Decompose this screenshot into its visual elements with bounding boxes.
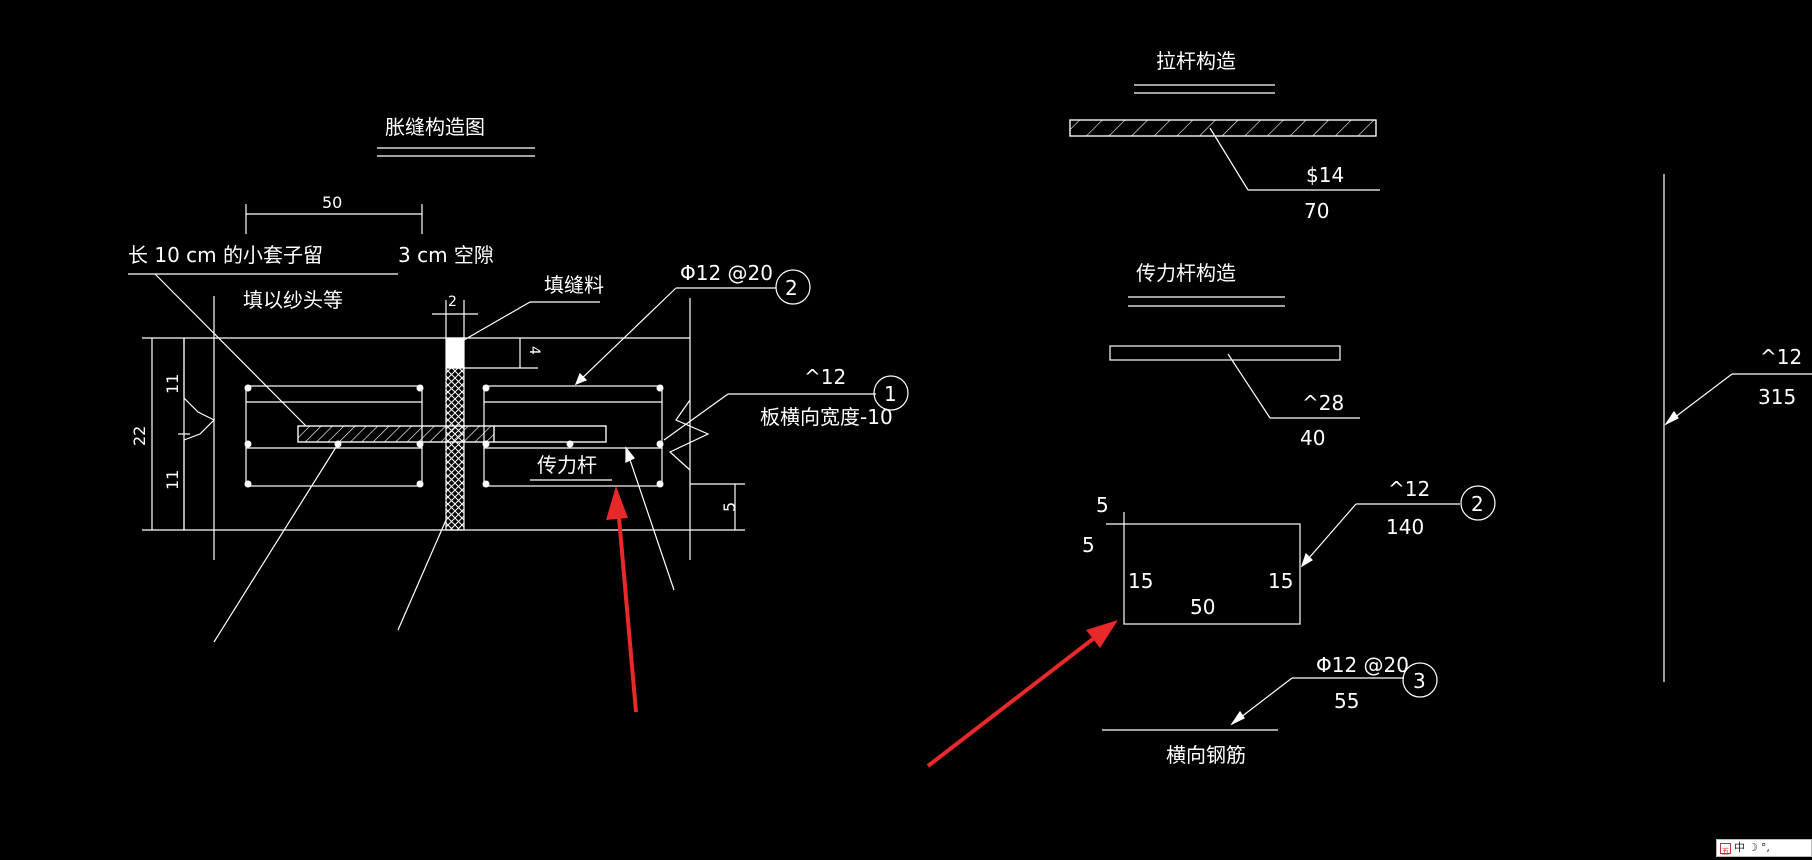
dowel-bar-spec: ^28 bbox=[1302, 391, 1344, 415]
dowel-label: 传力杆 bbox=[537, 453, 597, 477]
joint-filler-top bbox=[445, 337, 465, 369]
stirrup-bottom: 50 bbox=[1190, 595, 1215, 619]
ime-mode-toggle[interactable]: 中 bbox=[1734, 841, 1745, 854]
rebar1-number: 2 bbox=[785, 276, 798, 300]
transverse-title: 横向钢筋 bbox=[1166, 743, 1246, 767]
transverse-spec: Φ12 @20 bbox=[1316, 653, 1409, 677]
long-bar-detail: ^12 315 bbox=[1663, 174, 1812, 682]
transverse-rebar-detail: Φ12 @20 3 55 横向钢筋 bbox=[1102, 653, 1438, 767]
expansion-joint-title: 胀缝构造图 bbox=[385, 115, 485, 139]
dim-right-5: 5 bbox=[720, 502, 739, 512]
transverse-length: 55 bbox=[1334, 689, 1359, 713]
transverse-number: 3 bbox=[1413, 669, 1426, 693]
stirrup-side-right: 15 bbox=[1268, 569, 1293, 593]
stirrup-spec: ^12 bbox=[1388, 477, 1430, 501]
ime-punct-toggle[interactable]: °, bbox=[1760, 841, 1770, 854]
rebar2-spec: ^12 bbox=[804, 365, 846, 389]
stirrup-side-left: 15 bbox=[1128, 569, 1153, 593]
fill-note: 填以纱头等 bbox=[243, 288, 343, 312]
stirrup-dim-top: 5 bbox=[1096, 493, 1109, 517]
dowel-bar-detail: 传力杆构造 ^28 40 bbox=[1109, 261, 1360, 450]
stirrup-number: 2 bbox=[1471, 492, 1484, 516]
dim-filler-depth: 4 bbox=[526, 346, 542, 355]
rebar2-number-circle[interactable] bbox=[873, 375, 909, 411]
rebar-dots bbox=[244, 384, 664, 488]
rebar2-note: 板横向宽度-10 bbox=[760, 405, 893, 429]
long-bar-spec: ^12 bbox=[1760, 345, 1802, 369]
stirrup-detail: 5 5 15 15 50 ^12 140 2 bbox=[1082, 477, 1496, 625]
dim-lower-11: 11 bbox=[163, 470, 182, 490]
tie-bar-spec: $14 bbox=[1306, 163, 1344, 187]
stirrup-number-circle[interactable] bbox=[1460, 485, 1496, 521]
dowel-bar-sleeve bbox=[493, 425, 607, 443]
joint-filler-body bbox=[445, 367, 465, 531]
gap-note: 3 cm 空隙 bbox=[398, 243, 494, 267]
tie-bar-length: 70 bbox=[1304, 199, 1329, 223]
sleeve-note: 长 10 cm 的小套子留 bbox=[128, 243, 323, 267]
tie-bar-shape bbox=[1069, 119, 1377, 137]
tie-bar-detail: 拉杆构造 $14 70 bbox=[1069, 49, 1380, 223]
transverse-number-circle[interactable] bbox=[1402, 662, 1438, 698]
rebar2-number: 1 bbox=[884, 382, 897, 406]
stirrup-shape bbox=[1123, 523, 1301, 625]
rebar1-number-circle[interactable] bbox=[775, 269, 811, 305]
moon-icon[interactable]: ☽ bbox=[1748, 841, 1758, 854]
dim-upper-11: 11 bbox=[163, 374, 182, 394]
dowel-bar-shape bbox=[1109, 345, 1341, 361]
red-arrow-2 bbox=[926, 630, 1104, 768]
dim-total-22: 22 bbox=[130, 426, 149, 446]
rebar1-spec: Φ12 @20 bbox=[680, 261, 773, 285]
ime-logo-icon[interactable]: 五 bbox=[1720, 842, 1731, 856]
dowel-bar-title: 传力杆构造 bbox=[1136, 261, 1236, 285]
dowel-bar-length: 40 bbox=[1300, 426, 1325, 450]
stirrup-dim-left: 5 bbox=[1082, 533, 1095, 557]
stirrup-length: 140 bbox=[1386, 515, 1424, 539]
dowel-bar-hatched bbox=[297, 425, 495, 443]
expansion-joint-detail: 胀缝构造图 50 长 10 cm 的小套子留 3 cm 空隙 填以纱头等 11 … bbox=[128, 115, 909, 643]
dim-50-label: 50 bbox=[322, 193, 342, 212]
dim-filler-width: 2 bbox=[448, 294, 457, 310]
tie-bar-title: 拉杆构造 bbox=[1156, 49, 1236, 73]
red-arrow-1 bbox=[616, 505, 638, 713]
long-bar-length: 315 bbox=[1758, 385, 1796, 409]
ime-toolbar[interactable]: 五 中 ☽ °, bbox=[1716, 839, 1812, 857]
annotation-arrows bbox=[606, 486, 1118, 768]
filler-label: 填缝料 bbox=[544, 273, 604, 297]
